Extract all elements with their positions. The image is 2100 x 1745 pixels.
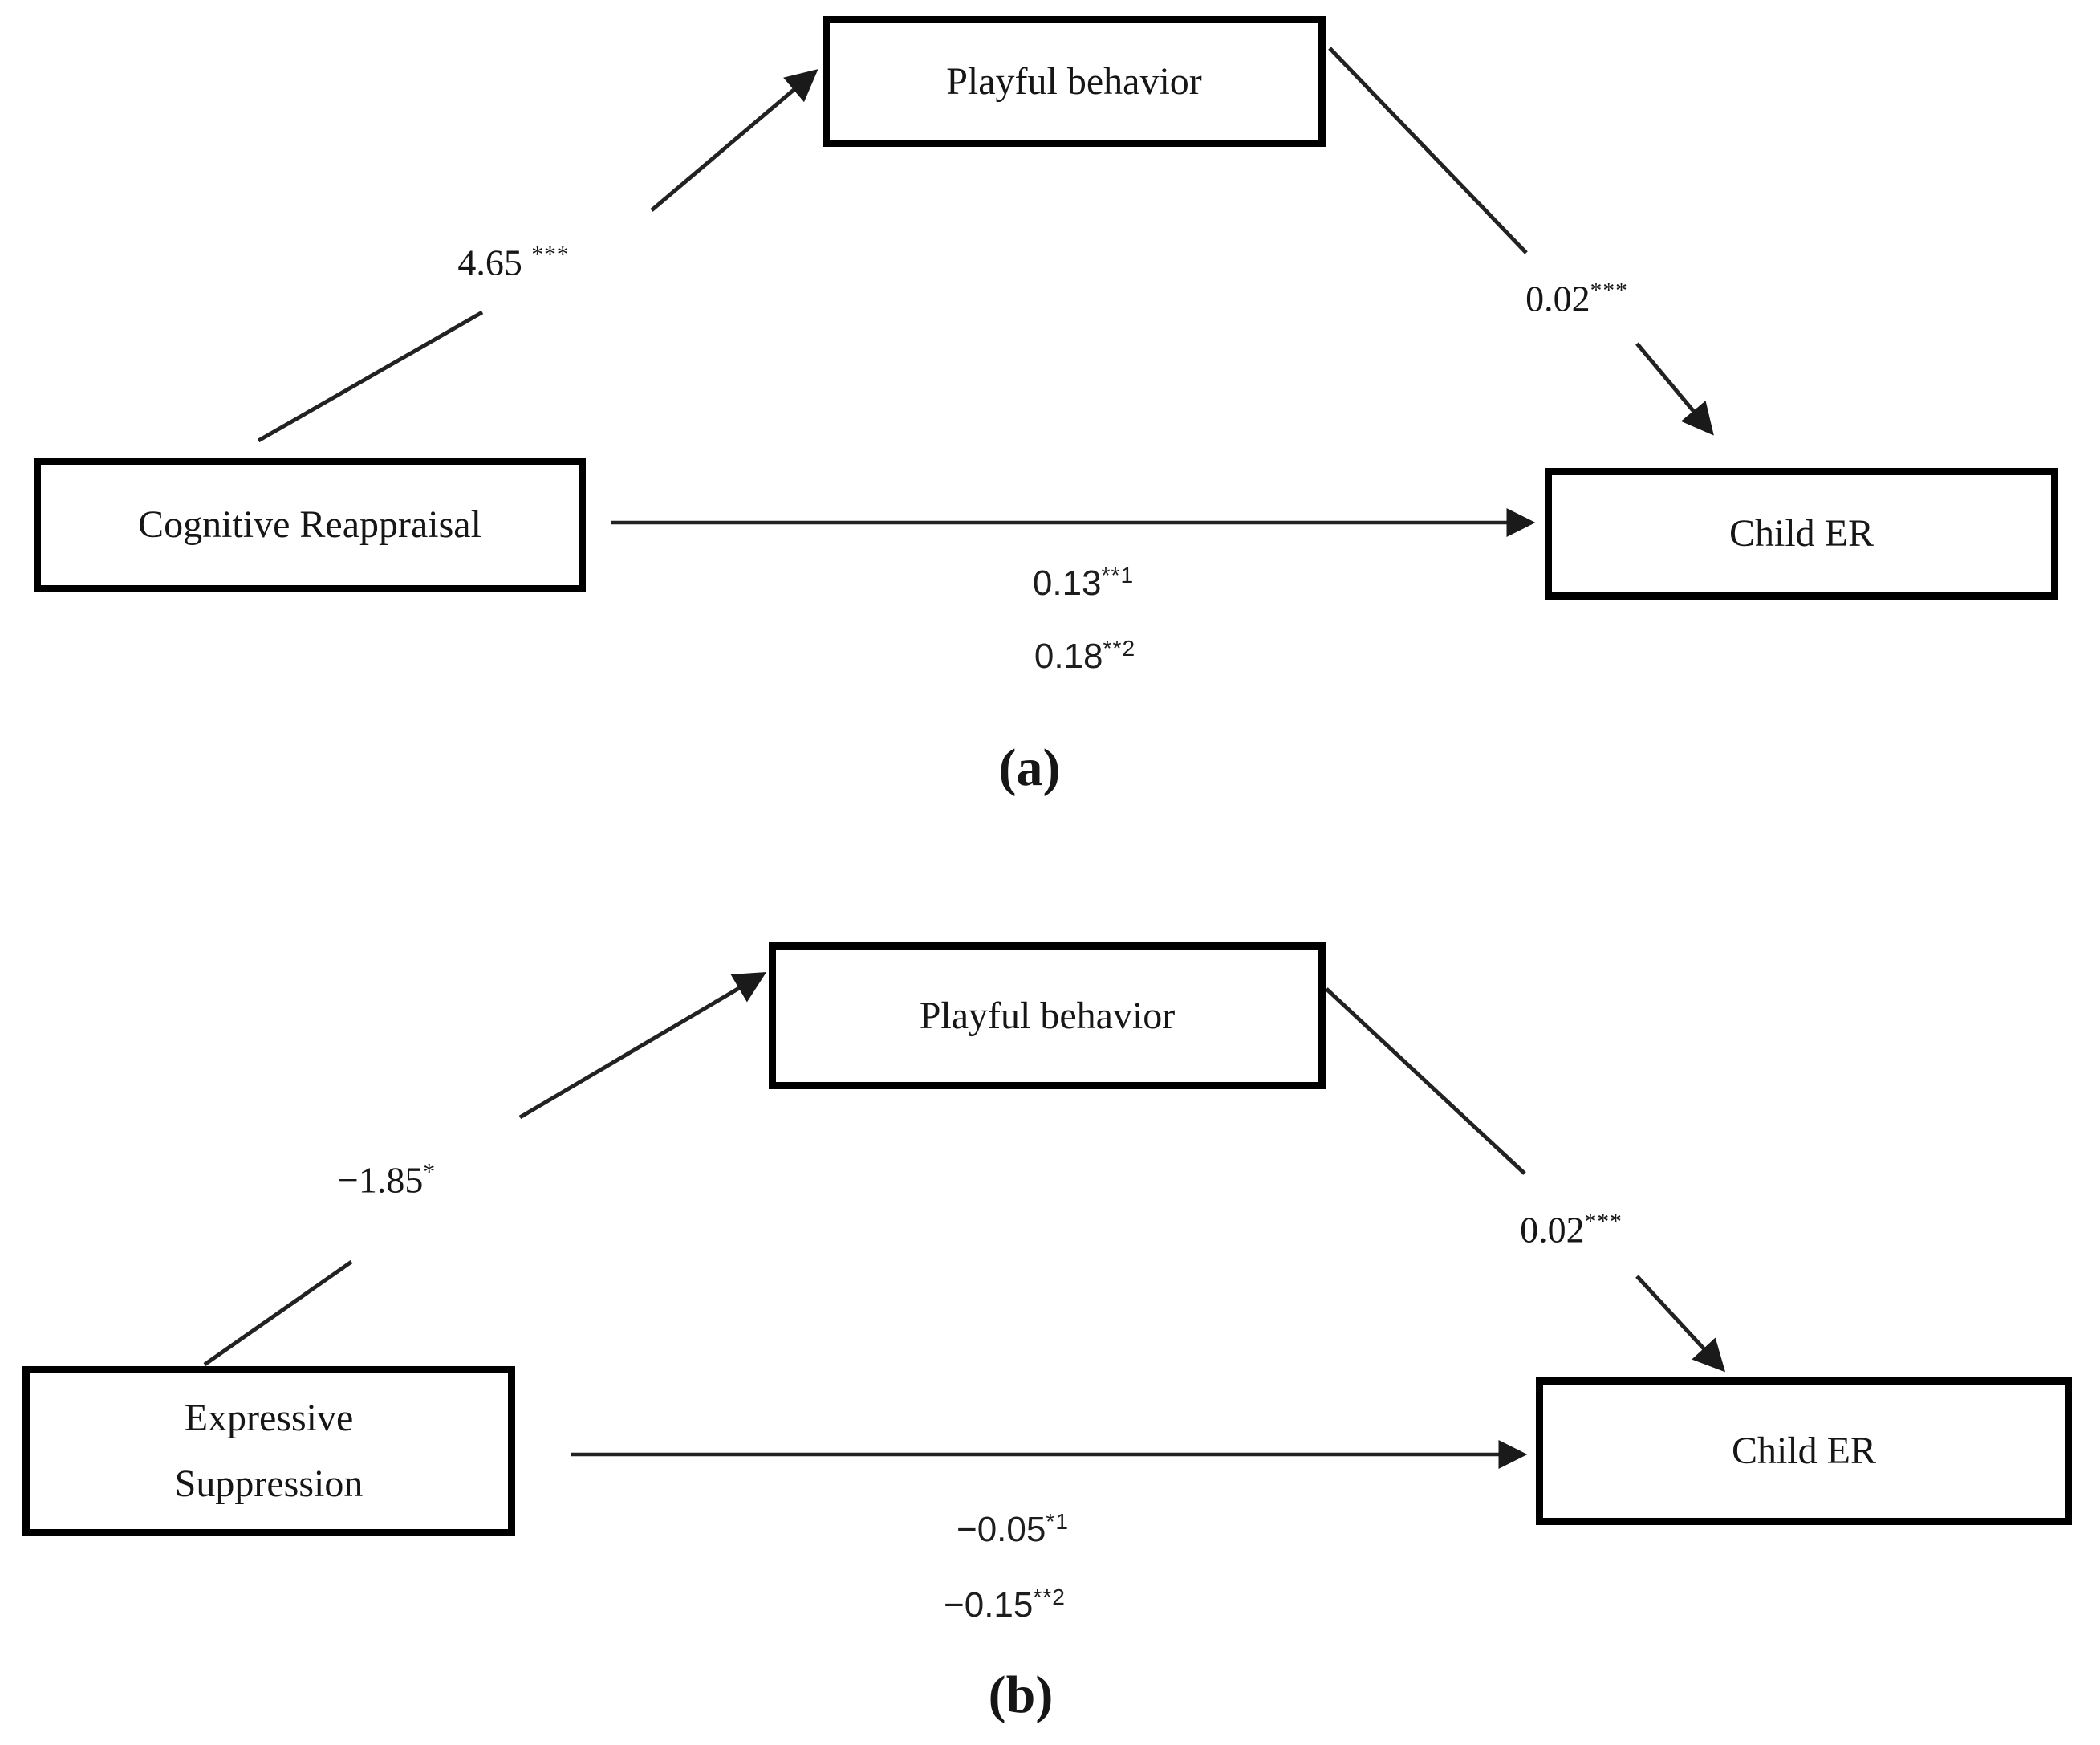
coefficient-b-direct-effect-1: −0.05*1 bbox=[945, 1505, 1080, 1555]
box-mediator-playful-behavior-a: Playful behavior bbox=[823, 16, 1326, 147]
coefficient-a-mediator-to-outcome: 0.02*** bbox=[1514, 272, 1639, 325]
box-predictor-cognitive-reappraisal: Cognitive Reappraisal bbox=[34, 458, 586, 592]
box-label: Child ER bbox=[1731, 1430, 1877, 1473]
significance-stars: *** bbox=[531, 242, 570, 268]
coefficient-b-mediator-to-outcome: 0.02*** bbox=[1509, 1203, 1634, 1256]
arrow-a-predictor-to-mediator bbox=[257, 69, 818, 443]
panel-a-caption: (a) bbox=[998, 738, 1061, 797]
arrow-b-mediator-to-outcome bbox=[1325, 987, 1726, 1373]
box-label: Playful behavior bbox=[946, 59, 1202, 103]
significance-stars: **2 bbox=[1033, 1584, 1066, 1609]
box-mediator-playful-behavior-b: Playful behavior bbox=[769, 942, 1326, 1089]
coefficient-a-direct-effect-2: 0.18**2 bbox=[1022, 632, 1147, 681]
box-predictor-expressive-suppression: Expressive Suppression bbox=[22, 1366, 515, 1536]
box-label: Expressive Suppression bbox=[174, 1397, 364, 1505]
arrow-b-predictor-to-mediator bbox=[203, 971, 767, 1367]
significance-stars: *** bbox=[1584, 1209, 1623, 1235]
panel-b-caption: (b) bbox=[988, 1666, 1054, 1724]
coefficient-a-direct-effect-1: 0.13**1 bbox=[1021, 559, 1146, 608]
significance-stars: *** bbox=[1590, 278, 1628, 304]
box-outcome-child-er-b: Child ER bbox=[1536, 1377, 2072, 1525]
coefficient-b-direct-effect-2: −0.15**2 bbox=[932, 1580, 1077, 1630]
box-label: Playful behavior bbox=[919, 994, 1176, 1037]
significance-stars: * bbox=[423, 1159, 437, 1186]
box-label: Cognitive Reappraisal bbox=[138, 503, 481, 547]
coefficient-b-predictor-to-mediator: −1.85* bbox=[326, 1153, 448, 1206]
box-outcome-child-er-a: Child ER bbox=[1545, 468, 2058, 600]
coefficient-a-predictor-to-mediator: 4.65 *** bbox=[446, 236, 581, 289]
arrow-a-mediator-to-outcome bbox=[1328, 47, 1714, 436]
box-label: Child ER bbox=[1728, 512, 1875, 555]
significance-stars: **2 bbox=[1103, 635, 1136, 661]
significance-stars: **1 bbox=[1101, 562, 1135, 588]
significance-stars: *1 bbox=[1046, 1508, 1069, 1534]
